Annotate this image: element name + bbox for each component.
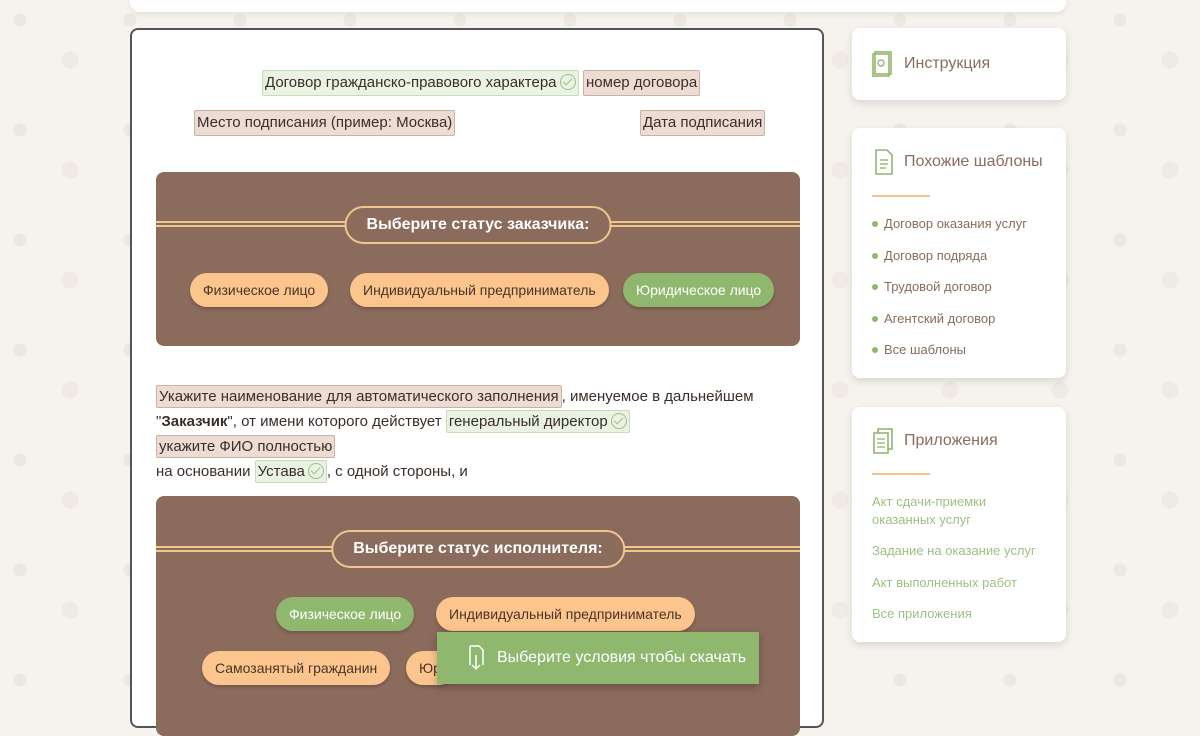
executor-status-title: Выберите статус исполнителя: [331, 530, 625, 568]
customer-status-legal-entity[interactable]: Юридическое лицо [623, 273, 775, 307]
contract-number-field[interactable]: номер договора [583, 70, 701, 96]
attachments-title: Приложения [904, 432, 998, 449]
attachment-link[interactable]: Задание на оказание услуг [872, 543, 1036, 558]
attachment-link[interactable]: Все приложения [872, 606, 972, 621]
bullet-icon [872, 315, 878, 322]
check-icon [307, 463, 324, 479]
similar-template-item[interactable]: Трудовой договор [872, 279, 992, 294]
divider [872, 473, 930, 475]
executor-status-self-employed[interactable]: Самозанятый гражданин [202, 651, 391, 685]
basis-label: Устава [257, 463, 305, 480]
text-fragment: , именуемое в дальнейшем [561, 388, 754, 405]
signing-date-field[interactable]: Дата подписания [640, 110, 766, 136]
document-icon [875, 149, 893, 175]
text-fragment: , с одной стороны, и [326, 463, 468, 480]
book-icon [872, 51, 892, 77]
download-button-label: Выберите условия чтобы скачать [497, 649, 747, 666]
similar-template-item[interactable]: Агентский договор [872, 311, 995, 326]
check-icon [610, 413, 627, 429]
executor-status-individual[interactable]: Физическое лицо [276, 597, 415, 631]
instruction-card[interactable]: Инструкция [852, 28, 1066, 100]
contract-type-field[interactable]: Договор гражданско-правового характера [262, 70, 579, 96]
customer-status-panel: Выберите статус заказчика: Физическое ли… [156, 172, 800, 346]
bullet-icon [872, 220, 878, 227]
similar-templates-card: Похожие шаблоны Договор оказания услуг Д… [852, 128, 1066, 378]
similar-template-item[interactable]: Договор подряда [872, 248, 987, 263]
basis-field[interactable]: Устава [254, 460, 327, 483]
text-fragment: ", от имени которого действует [227, 413, 442, 430]
customer-status-individual[interactable]: Физическое лицо [190, 273, 329, 307]
position-label: генеральный директор [448, 413, 608, 430]
similar-templates-title: Похожие шаблоны [904, 153, 1043, 170]
item-label: Трудовой договор [884, 279, 992, 294]
customer-role-label: Заказчик [161, 413, 228, 430]
attachment-link[interactable]: Акт сдачи-приемки оказанных услуг [872, 494, 987, 527]
contract-type-label: Договор гражданско-правового характера [265, 74, 557, 91]
text-fragment: на основании [156, 463, 251, 480]
customer-paragraph: Укажите наименование для автоматического… [156, 384, 800, 484]
bullet-icon [872, 283, 878, 290]
executor-status-entrepreneur[interactable]: Индивидуальный предприниматель [436, 597, 695, 631]
customer-status-entrepreneur[interactable]: Индивидуальный предприниматель [350, 273, 609, 307]
instruction-label: Инструкция [904, 55, 991, 72]
position-field[interactable]: генеральный директор [445, 410, 630, 433]
item-label: Договор подряда [884, 248, 988, 263]
executor-status-panel: Выберите статус исполнителя: Физическое … [156, 496, 800, 736]
fio-field[interactable]: укажите ФИО полностью [156, 435, 336, 458]
divider [872, 195, 930, 197]
documents-icon [873, 428, 893, 454]
contract-document: Договор гражданско-правового характера н… [130, 28, 824, 736]
top-bar [130, 0, 1066, 12]
similar-template-item[interactable]: Договор оказания услуг [872, 216, 1027, 231]
attachment-link[interactable]: Акт выполненных работ [872, 575, 1017, 590]
download-button[interactable]: Выберите условия чтобы скачать [437, 632, 759, 684]
check-icon [559, 74, 576, 90]
customer-status-title: Выберите статус заказчика: [344, 206, 612, 244]
customer-name-field[interactable]: Укажите наименование для автоматического… [156, 385, 562, 408]
item-label: Договор оказания услуг [884, 216, 1027, 231]
similar-template-item[interactable]: Все шаблоны [872, 342, 966, 357]
bullet-icon [872, 346, 878, 353]
item-label: Агентский договор [884, 311, 996, 326]
text-fragment: " [156, 413, 162, 430]
signing-place-field[interactable]: Место подписания (пример: Москва) [194, 110, 456, 136]
bullet-icon [872, 252, 878, 259]
item-label: Все шаблоны [884, 342, 967, 357]
attachments-card: Приложения Акт сдачи-приемки оказанных у… [852, 407, 1066, 642]
download-icon [469, 645, 484, 671]
